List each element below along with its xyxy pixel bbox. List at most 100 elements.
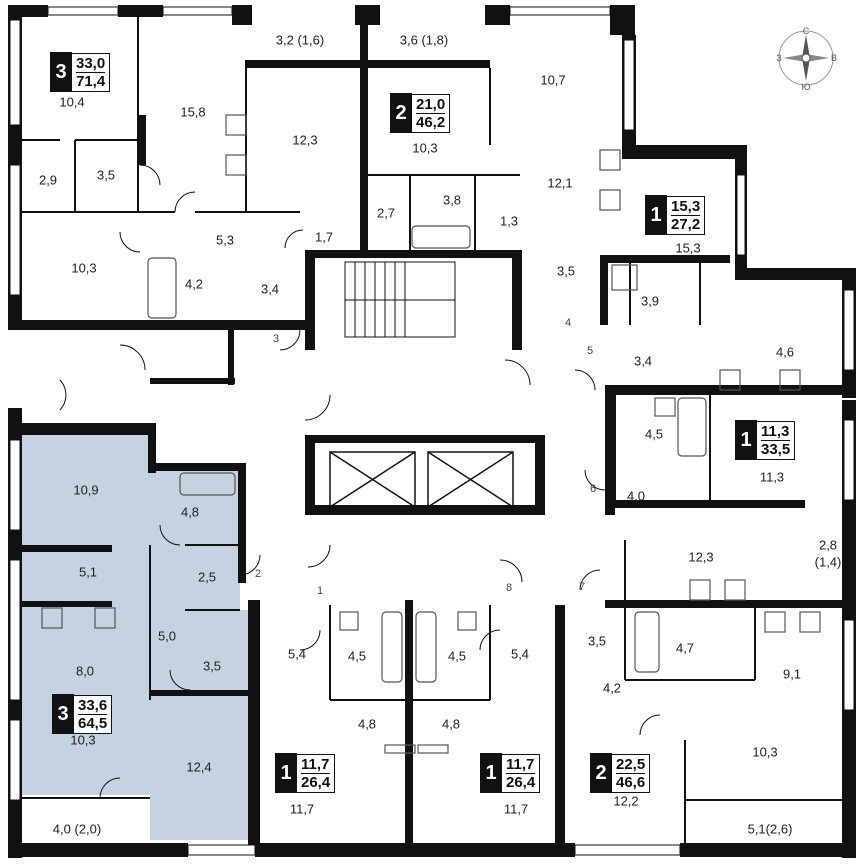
- room-count: 1: [275, 753, 297, 793]
- door-number: 2: [254, 568, 262, 580]
- room-area-label: 10,3: [70, 732, 96, 748]
- total-area: 27,2: [671, 215, 701, 233]
- door-number: 3: [272, 333, 280, 345]
- compass-east-label: В: [830, 53, 838, 63]
- room-area-label: 1,3: [499, 213, 519, 229]
- door-number: 8: [505, 582, 513, 594]
- room-area-label: 4,2: [184, 276, 204, 292]
- compass-rose: С Ю З В: [775, 26, 838, 92]
- room-area-label: 12,3: [688, 549, 714, 565]
- door-number: 1: [316, 585, 324, 597]
- room-area-label: 4,7: [675, 640, 695, 656]
- room-area-label: 4,0: [626, 488, 646, 504]
- living-area: 22,5: [616, 755, 646, 774]
- room-area-label: 5,3: [215, 232, 235, 248]
- room-area-label: 3,5: [556, 263, 576, 279]
- room-area-label: 9,1: [782, 666, 802, 682]
- room-area-label: 10,3: [71, 260, 97, 276]
- room-area-label: 3,6 (1,8): [399, 32, 449, 48]
- room-area-label: 4,2: [602, 680, 622, 696]
- room-area-label: 3,5: [587, 633, 607, 649]
- stairs: [344, 261, 456, 338]
- total-area: 26,4: [301, 773, 331, 791]
- room-area-label: 10,4: [59, 94, 85, 110]
- room-area-label: 10,3: [412, 140, 438, 156]
- room-area-label: 10,7: [540, 72, 566, 88]
- room-count: 3: [50, 52, 72, 92]
- room-area-label: 10,3: [752, 744, 778, 760]
- room-area-label: 4,5: [447, 648, 467, 664]
- room-count: 1: [645, 195, 667, 235]
- room-area-label: 11,3: [759, 469, 785, 485]
- room-area-label: 1,7: [314, 229, 334, 245]
- room-area-label: 5,0: [157, 628, 177, 644]
- room-area-label: 8,0: [75, 663, 95, 679]
- room-area-label: 12,4: [186, 759, 212, 775]
- room-area-label: 3,9: [640, 293, 660, 309]
- living-area: 11,3: [761, 422, 791, 441]
- door-number: 6: [589, 483, 597, 495]
- room-area-label: 2,8: [818, 537, 838, 553]
- room-area-label: 4,6: [775, 344, 795, 360]
- room-area-label: 3,2 (1,6): [275, 32, 325, 48]
- door-swings: [59, 164, 661, 799]
- room-area-label: 15,3: [675, 240, 701, 256]
- room-area-label: 12,3: [292, 132, 318, 148]
- room-area-label: 3,4: [260, 281, 280, 297]
- highlighted-apartment-area: [22, 433, 255, 840]
- room-area-label: 2,9: [38, 172, 58, 188]
- room-area-label: 15,8: [180, 104, 206, 120]
- room-area-label: 2,7: [376, 205, 396, 221]
- thin-walls: [22, 15, 845, 843]
- living-area: 21,0: [416, 95, 446, 114]
- room-area-label: 5,1: [78, 564, 98, 580]
- living-area: 15,3: [671, 197, 701, 216]
- total-area: 71,4: [76, 72, 106, 90]
- compass-north-label: С: [802, 26, 810, 36]
- door-number: 7: [578, 581, 586, 593]
- elevators: [329, 451, 514, 508]
- compass-west-label: З: [776, 53, 782, 63]
- room-count: 1: [735, 420, 757, 460]
- room-area-label: 11,7: [289, 801, 315, 817]
- room-area-label: 3,4: [633, 353, 653, 369]
- compass-south-label: Ю: [801, 82, 811, 92]
- room-count: 3: [52, 694, 74, 734]
- room-area-label: 2,5: [197, 569, 217, 585]
- room-area-label: 11,7: [503, 801, 529, 817]
- room-area-label: 4,0 (2,0): [52, 821, 102, 837]
- total-area: 46,6: [616, 773, 646, 791]
- windows: [9, 6, 855, 856]
- room-count: 1: [480, 753, 502, 793]
- room-count: 2: [590, 753, 612, 793]
- total-area: 64,5: [78, 714, 108, 732]
- room-area-label: 10,9: [73, 482, 99, 498]
- room-area-label: 4,5: [644, 426, 664, 442]
- room-area-label: 3,5: [96, 167, 116, 183]
- room-area-label: 3,5: [202, 658, 222, 674]
- room-area-label: 4,5: [347, 648, 367, 664]
- total-area: 26,4: [506, 773, 536, 791]
- room-area-label: 4,8: [357, 716, 377, 732]
- room-area-label: (1,4): [814, 554, 842, 570]
- living-area: 11,7: [506, 755, 536, 774]
- room-area-label: 12,2: [613, 793, 639, 809]
- room-area-label: 4,8: [180, 504, 200, 520]
- room-count: 2: [390, 93, 412, 133]
- door-number: 4: [564, 317, 572, 329]
- total-area: 46,2: [416, 113, 446, 131]
- room-area-label: 3,8: [442, 192, 462, 208]
- compass-icon: [778, 30, 834, 86]
- door-number: 5: [586, 345, 594, 357]
- total-area: 33,5: [761, 440, 791, 458]
- living-area: 11,7: [301, 755, 331, 774]
